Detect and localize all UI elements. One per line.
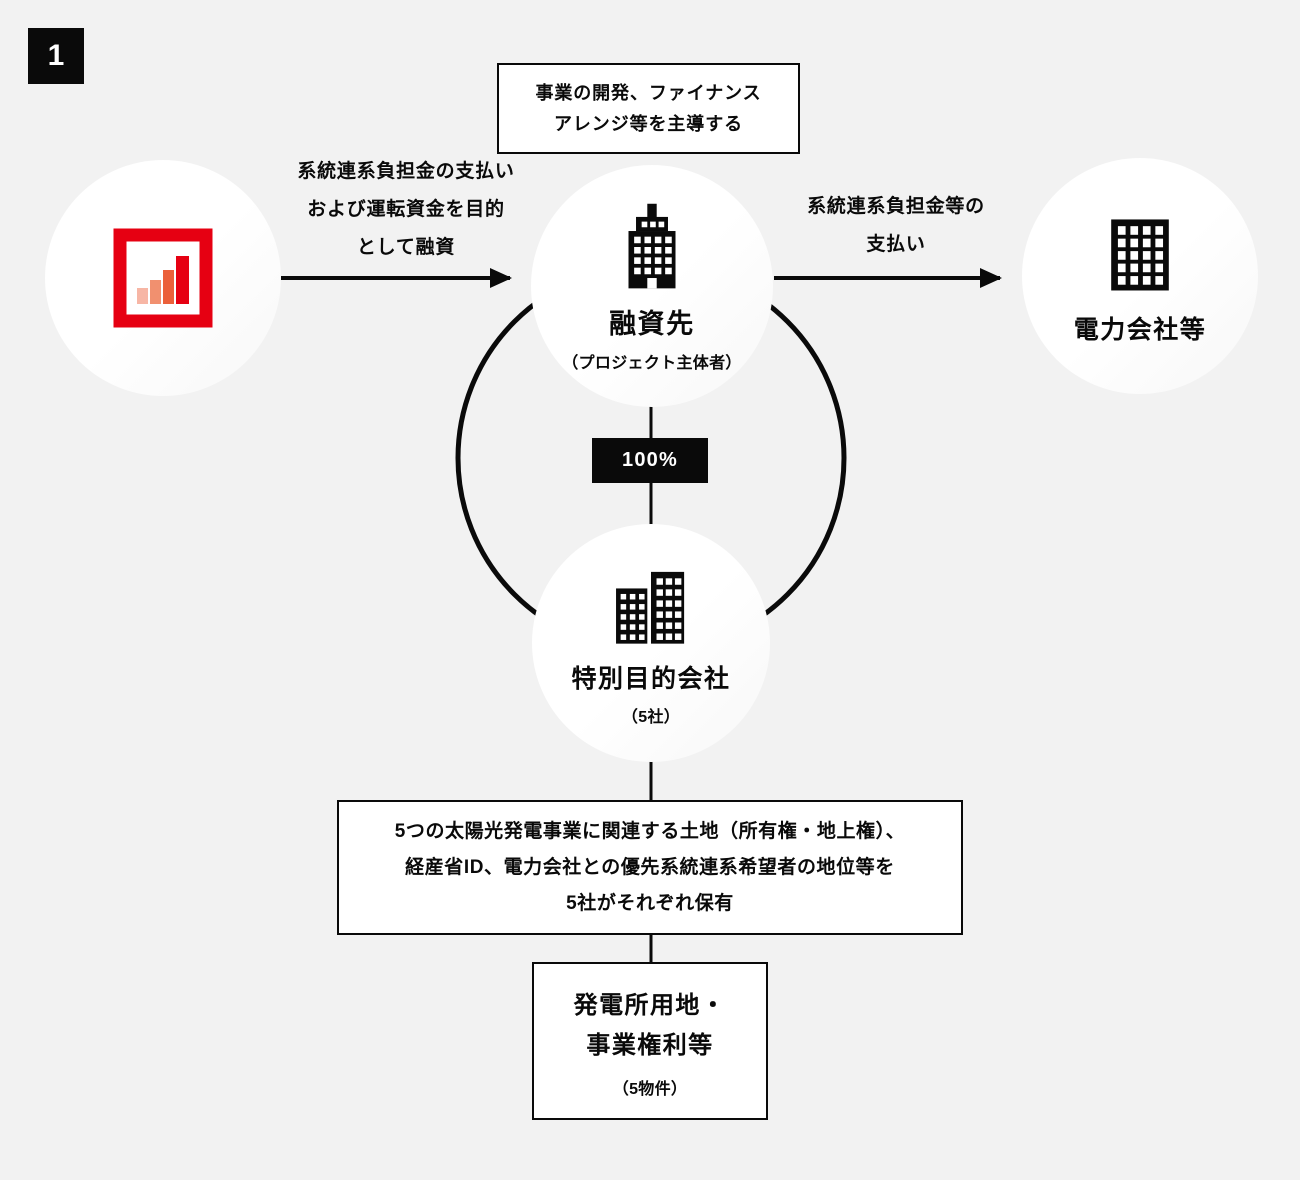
power-company-node: 電力会社等 (1022, 158, 1258, 394)
borrower-subtitle: （プロジェクト主体者） (562, 354, 742, 372)
spc-title: 特別目的会社 (571, 665, 731, 693)
top-note-box: 事業の開発、ファイナンス アレンジ等を主導する (497, 63, 800, 154)
office-building-icon (605, 200, 699, 294)
loan-arrow-caption-line: および運転資金を目的 (307, 199, 505, 220)
assets-note-line: 経産省ID、電力会社との優先系統連系希望者の地位等を (405, 857, 895, 878)
power-company-building-icon (1092, 206, 1188, 302)
assets-note-box: 5つの太陽光発電事業に関連する土地（所有権・地上権）、 経産省ID、電力会社との… (337, 800, 963, 935)
spc-subtitle: （5社） (621, 709, 681, 726)
assets-note-line: 5社がそれぞれ保有 (566, 893, 734, 914)
borrower-node: 融資先 （プロジェクト主体者） (531, 165, 773, 407)
asset-box-subtitle: （5物件） (612, 1081, 688, 1098)
payment-arrow-caption-line: 系統連系負担金等の (807, 196, 985, 217)
ownership-percentage-badge: 100% (592, 438, 708, 483)
bar-chart-logo-icon (113, 228, 213, 328)
power-company-title: 電力会社等 (1073, 316, 1207, 344)
loan-arrow-caption-line: として融資 (356, 237, 456, 258)
asset-box: 発電所用地・ 事業権利等 （5物件） (532, 962, 768, 1120)
payment-arrow-caption-line: 支払い (866, 234, 926, 255)
top-note-line: アレンジ等を主導する (554, 114, 743, 134)
spc-node: 特別目的会社 （5社） (532, 524, 770, 762)
asset-box-title-line: 発電所用地・ (573, 992, 727, 1019)
figure-number-badge: 1 (28, 28, 84, 84)
loan-arrow-caption-line: 系統連系負担金の支払い (297, 161, 515, 182)
loan-arrow-caption: 系統連系負担金の支払い および運転資金を目的 として融資 (270, 153, 542, 267)
assets-note-line: 5つの太陽光発電事業に関連する土地（所有権・地上権）、 (394, 821, 906, 842)
lender-node (45, 160, 281, 396)
asset-box-title-line: 事業権利等 (586, 1032, 714, 1059)
payment-arrow-caption: 系統連系負担金等の 支払い (786, 188, 1006, 264)
two-buildings-icon (605, 559, 697, 651)
top-note-line: 事業の開発、ファイナンス (535, 83, 762, 103)
borrower-title: 融資先 (609, 308, 695, 339)
